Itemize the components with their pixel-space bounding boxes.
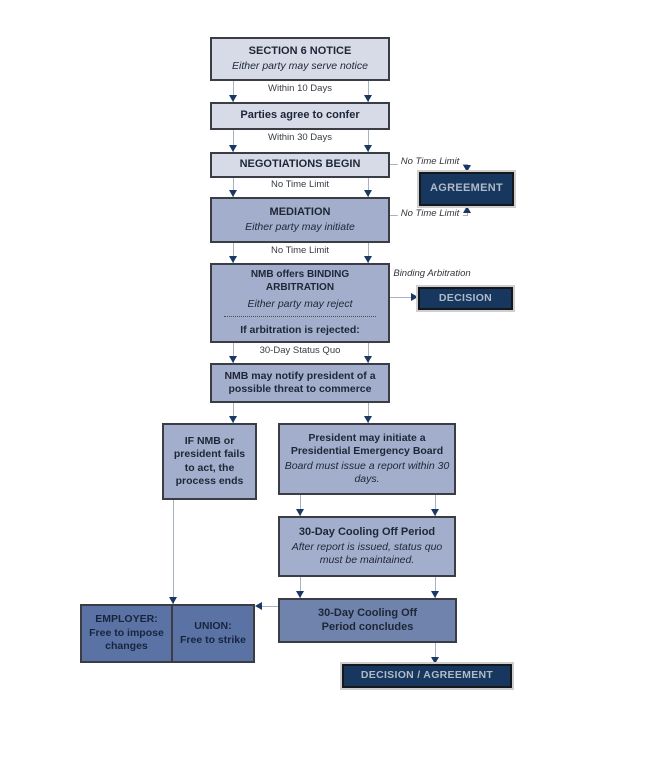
connector-line: [368, 403, 369, 423]
node-mediation: MEDIATION Either party may initiate: [210, 197, 390, 243]
dotted-divider: [224, 316, 376, 318]
arrow-down-icon: [431, 591, 439, 598]
connector-line: [368, 129, 369, 152]
node-subtitle: Either party may reject: [247, 297, 353, 310]
connector-line: [368, 178, 369, 197]
connector-line: [300, 495, 301, 516]
arrow-down-icon: [296, 591, 304, 598]
edge-label-binding-arbitration: Binding Arbitration: [390, 268, 474, 280]
node-title: DECISION: [438, 291, 493, 304]
connector-line: [233, 129, 234, 152]
node-subtitle: After report is issued, status quo must …: [291, 540, 443, 566]
arrow-down-icon: [229, 356, 237, 363]
arrow-down-icon: [229, 416, 237, 423]
connector-line: [368, 243, 369, 263]
node-subtitle: Either party may serve notice: [232, 59, 368, 72]
node-employer-union-group: EMPLOYER: Free to impose changes UNION: …: [80, 604, 255, 663]
connector-line: [368, 343, 369, 363]
edge-label-no-time-limit-agreement-bottom: No Time Limit: [397, 208, 463, 220]
connector-line: [233, 343, 234, 363]
node-title: MEDIATION: [269, 206, 331, 219]
node-employer: EMPLOYER: Free to impose changes: [82, 606, 171, 661]
node-title: EMPLOYER:: [95, 613, 158, 626]
node-parties-confer: Parties agree to confer: [210, 102, 390, 130]
arrow-down-icon: [463, 165, 471, 172]
arrow-down-icon: [364, 145, 372, 152]
node-subtitle: Free to strike: [179, 633, 246, 646]
node-title: NMB may notify president of a possible t…: [224, 369, 376, 395]
node-title: President may initiate a Presidential Em…: [290, 432, 444, 458]
edge-label-no-time-limit-2: No Time Limit: [267, 245, 333, 257]
node-title: IF NMB or president fails to act, the pr…: [173, 435, 246, 487]
arrow-down-icon: [169, 597, 177, 604]
connector-line: [368, 81, 369, 102]
node-title: 30-Day Cooling Off Period: [298, 526, 436, 538]
node-union: UNION: Free to strike: [172, 606, 253, 661]
edge-label-status-quo: 30-Day Status Quo: [256, 345, 344, 357]
node-if-nmb-fails: IF NMB or president fails to act, the pr…: [162, 423, 257, 500]
connector-line: [233, 243, 234, 263]
connector-line: [300, 577, 301, 598]
arrow-down-icon: [229, 190, 237, 197]
node-nmb-notify-president: NMB may notify president of a possible t…: [210, 363, 390, 403]
node-section6-notice: SECTION 6 NOTICE Either party may serve …: [210, 37, 390, 81]
node-title: Parties agree to confer: [240, 109, 360, 122]
node-negotiations-begin: NEGOTIATIONS BEGIN: [210, 152, 390, 178]
node-agreement: AGREEMENT: [419, 172, 514, 206]
node-title: NEGOTIATIONS BEGIN: [239, 158, 361, 171]
node-cooling-off-period: 30-Day Cooling Off Period After report i…: [278, 516, 456, 577]
arrow-down-icon: [364, 256, 372, 263]
connector-line: [390, 297, 412, 298]
arrow-up-icon: [463, 206, 471, 213]
connector-line: [233, 178, 234, 197]
node-decision: DECISION: [418, 287, 513, 310]
node-decision-agreement: DECISION / AGREEMENT: [342, 664, 512, 688]
connector-line: [233, 81, 234, 102]
node-footer: If arbitration is rejected:: [240, 323, 360, 336]
arrow-down-icon: [364, 95, 372, 102]
connector-line: [435, 577, 436, 598]
arrow-down-icon: [364, 190, 372, 197]
arrow-down-icon: [364, 416, 372, 423]
node-title: 30-Day Cooling Off Period concludes: [317, 606, 417, 633]
node-cooling-off-concludes: 30-Day Cooling Off Period concludes: [278, 598, 457, 643]
arrow-down-icon: [431, 509, 439, 516]
node-title: SECTION 6 NOTICE: [248, 45, 352, 58]
divider: [170, 606, 173, 661]
arrow-down-icon: [229, 95, 237, 102]
node-binding-arbitration: NMB offers BINDING ARBITRATION Either pa…: [210, 263, 390, 343]
arrow-down-icon: [431, 657, 439, 664]
edge-label-no-time-limit-agreement-top: No Time Limit: [397, 156, 463, 168]
arrow-down-icon: [364, 356, 372, 363]
connector-line: [435, 643, 436, 664]
edge-label-within-30-days: Within 30 Days: [265, 132, 335, 144]
node-title: AGREEMENT: [430, 182, 503, 195]
connector-line: [233, 403, 234, 423]
connector-line: [262, 606, 278, 607]
arrow-down-icon: [296, 509, 304, 516]
edge-label-within-10-days: Within 10 Days: [265, 83, 335, 95]
edge-label-no-time-limit-1: No Time Limit: [267, 179, 333, 191]
node-subtitle: Board must issue a report within 30 days…: [284, 459, 450, 485]
connector-line: [173, 500, 174, 604]
arrow-right-icon: [411, 293, 418, 301]
node-title: UNION:: [194, 619, 232, 632]
arrow-down-icon: [229, 145, 237, 152]
connector-line: [435, 495, 436, 516]
node-title: NMB offers BINDING ARBITRATION: [250, 269, 350, 293]
arrow-left-icon: [255, 602, 262, 610]
node-subtitle: Either party may initiate: [245, 220, 355, 233]
node-title: DECISION / AGREEMENT: [360, 669, 494, 682]
arrow-down-icon: [229, 256, 237, 263]
node-presidential-emergency-board: President may initiate a Presidential Em…: [278, 423, 456, 495]
node-subtitle: Free to impose changes: [89, 626, 164, 653]
